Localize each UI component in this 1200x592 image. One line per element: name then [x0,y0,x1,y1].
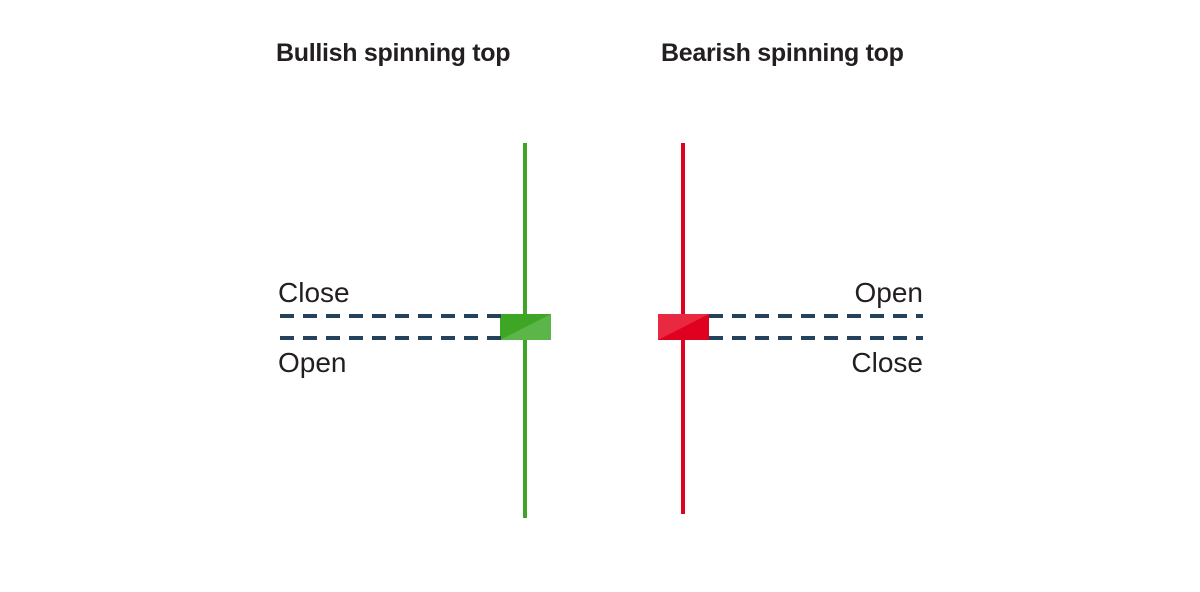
bullish-candle-body [500,314,551,340]
bullish-open-label: Open [278,347,347,378]
bullish-close-guide-line [280,314,501,318]
bearish-close-guide-line [709,336,923,340]
bearish-close-label: Close [851,347,923,378]
bearish-candle-body [658,314,709,340]
bullish-panel-title: Bullish spinning top [276,39,511,67]
bearish-panel-title: Bearish spinning top [661,39,904,67]
bullish-open-guide-line [280,336,501,340]
bullish-close-label: Close [278,277,350,308]
bearish-open-label: Open [854,277,924,308]
bearish-open-guide-line [709,314,923,318]
